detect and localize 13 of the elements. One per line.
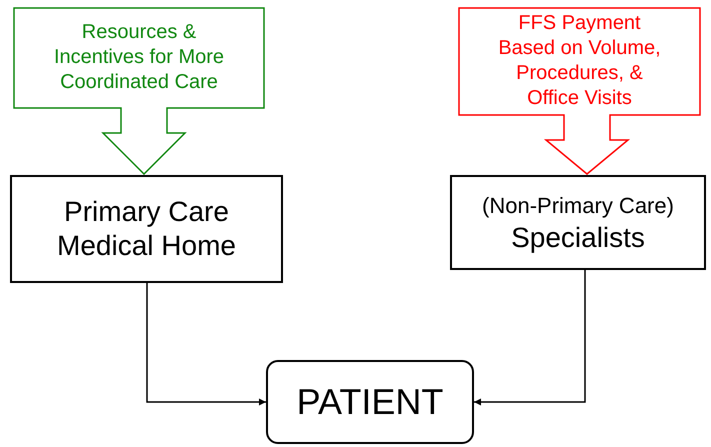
node-text: PATIENT	[296, 380, 444, 424]
node-text: FFS Payment Based on Volume, Procedures, & Office Visits	[498, 11, 661, 111]
arrow	[146, 283, 266, 406]
node-text: Resources & Incentives for More Coordinated Care	[52, 20, 226, 95]
callout-arrow	[458, 7, 701, 175]
process-box	[450, 175, 706, 270]
patient-box	[266, 360, 474, 444]
node-text: (Non-Primary Care)	[482, 192, 674, 220]
node-text: Primary Care Medical Home	[56, 195, 237, 263]
node-text: Specialists	[511, 220, 645, 254]
callout-arrow	[13, 7, 265, 175]
arrow	[474, 270, 586, 406]
process-box	[10, 175, 283, 283]
